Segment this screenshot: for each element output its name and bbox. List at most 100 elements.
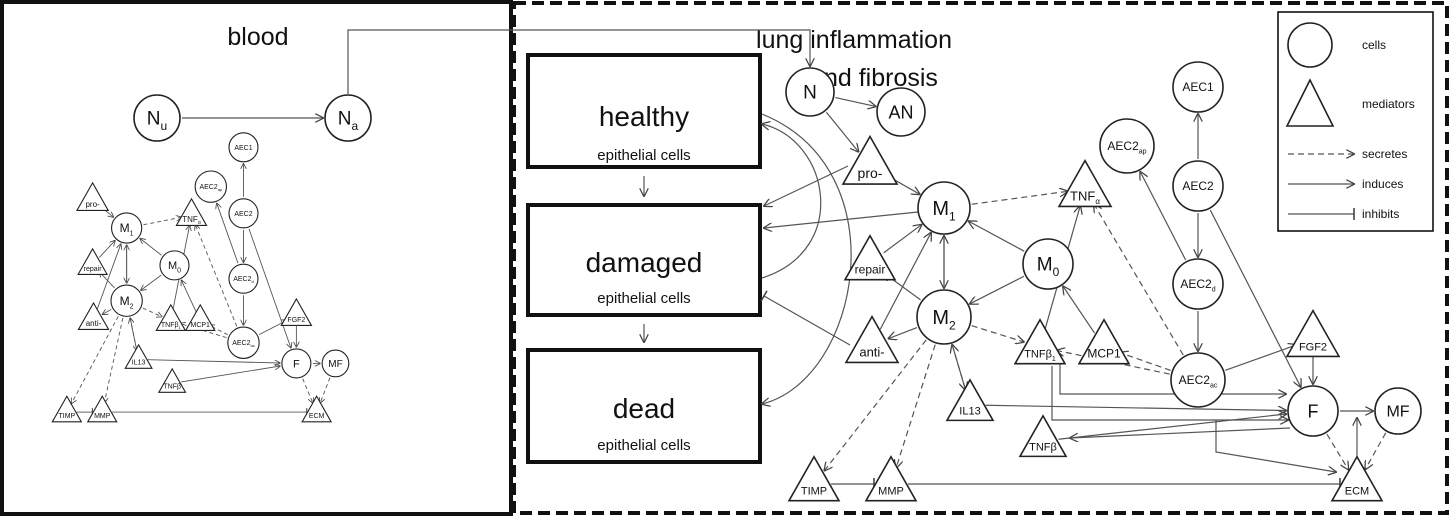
node-label-sub: d <box>252 279 254 284</box>
node-label: ECM <box>309 413 325 420</box>
node-label: N <box>803 83 817 104</box>
node-label: repair <box>84 266 103 273</box>
node-label: AN <box>888 102 913 122</box>
node-label-main: FGF2 <box>1299 341 1327 353</box>
node-mf: MF <box>1374 387 1422 435</box>
node-label: MF <box>328 359 342 370</box>
cell-shape <box>1287 385 1339 437</box>
blood-panel-frame <box>0 0 513 516</box>
node-n: N <box>785 67 835 117</box>
node-tnfa: TNFα <box>175 197 208 226</box>
legend-cell-circle <box>1287 22 1333 68</box>
edge-m2-mmp <box>104 317 124 403</box>
edge-aec2-f <box>1209 209 1300 387</box>
node-label-sub: ac <box>251 343 255 348</box>
edge-n-an <box>835 96 875 107</box>
edge-pro-damaged <box>764 165 849 206</box>
node-label: FGF2 <box>287 317 305 324</box>
mediator-shape <box>945 378 995 422</box>
edge-m1-damaged <box>764 211 919 228</box>
node-label-main: AEC2 <box>1179 373 1211 387</box>
node-label-sub: u <box>161 119 168 133</box>
node-anti: anti- <box>77 301 110 331</box>
node-label: MMP <box>94 413 111 420</box>
node-label-main: M <box>168 260 177 272</box>
node-label-main: TNFβ <box>161 322 179 329</box>
node-pro: pro- <box>841 134 899 185</box>
node-ecm: ECM <box>1330 455 1384 502</box>
node-nu: Nu <box>133 94 181 142</box>
node-label-main: AEC1 <box>234 145 252 152</box>
edge-repair-m1 <box>883 225 922 254</box>
cell-shape <box>324 94 372 142</box>
node-label-main: AEC2 <box>232 340 250 347</box>
node-label-sub: d <box>1212 287 1216 294</box>
edge-m2-tnfb1 <box>142 307 162 317</box>
node-repair: repair <box>77 247 109 275</box>
edge-aec2ac-mcp1 <box>1120 353 1171 371</box>
node-tnfb1: TNFβ1 <box>1013 318 1067 365</box>
mediator-shape <box>1330 455 1384 502</box>
node-label-main: AEC2 <box>1107 139 1139 153</box>
node-label: AEC2ap <box>199 184 223 192</box>
edge-il13-f <box>985 404 1286 410</box>
node-label-sub: α <box>198 220 201 226</box>
node-label-main: M <box>120 221 130 235</box>
node-label: MMP <box>878 486 904 498</box>
node-mcp1: MCP1 <box>184 303 216 331</box>
edge-mf-ecm <box>1365 432 1387 469</box>
node-an: AN <box>876 87 926 137</box>
node-label-sub: ap <box>218 187 223 192</box>
edge-m2-anti <box>888 326 918 339</box>
edge-aec2d-aec2ap <box>217 203 239 264</box>
node-label-main: AEC2 <box>233 276 251 283</box>
blood-title: blood <box>227 23 288 51</box>
node-fgf2: FGF2 <box>1285 309 1341 358</box>
cell-shape <box>1022 238 1074 290</box>
mediator-shape <box>280 297 313 327</box>
cell-shape <box>321 349 350 378</box>
cell-shape <box>110 284 143 317</box>
edge-anti-m1 <box>879 233 931 330</box>
node-label-main: TNF <box>1070 188 1095 203</box>
node-label-main: ECM <box>309 413 325 420</box>
node-label: Na <box>338 109 359 133</box>
node-label: AEC2ac <box>1179 373 1218 389</box>
legend-secretes-label: secretes <box>1362 147 1407 161</box>
blood-mini-network: pro-M1TNFαAEC1AEC2AEC2apM0repairM2anti-A… <box>51 132 350 423</box>
edge-il13-f <box>147 359 280 363</box>
node-timp: TIMP <box>51 395 83 423</box>
mediator-shape <box>1077 318 1131 365</box>
cell-shape <box>917 181 971 235</box>
node-label-main: pro- <box>858 165 883 181</box>
legend-induces-label: induces <box>1362 177 1403 191</box>
edge-aec2d-aec2ap <box>1140 172 1187 261</box>
legend-cells-label: cells <box>1362 38 1386 52</box>
node-label-main: TIMP <box>58 413 75 420</box>
edge-il13-m2 <box>130 318 138 351</box>
node-label: repair <box>855 263 886 277</box>
node-label-sub: 1 <box>1052 356 1056 363</box>
node-label-main: AEC1 <box>1182 80 1214 94</box>
cell-shape <box>785 67 835 117</box>
edge-anti-m1 <box>96 244 121 310</box>
node-mf: MF <box>321 349 350 378</box>
mediator-shape <box>75 181 110 212</box>
node-label: MF <box>1386 404 1409 421</box>
node-label-main: AEC2 <box>1180 277 1212 291</box>
node-label-sub: ac <box>1210 383 1218 390</box>
node-f: F <box>281 348 312 379</box>
node-label: FGF2 <box>1299 341 1327 353</box>
node-label-main: N <box>147 109 161 130</box>
node-label-main: FGF2 <box>287 317 305 324</box>
edge-tnfb-f <box>1058 414 1287 440</box>
legend: cells mediators secretes induces inhibit… <box>1277 11 1434 232</box>
node-label-main: anti- <box>859 344 884 359</box>
edge-mcp1-m0 <box>1063 286 1095 334</box>
node-label: AEC2 <box>1182 179 1214 193</box>
edge-f-ecm <box>302 378 313 403</box>
node-label: AEC2 <box>234 211 252 218</box>
node-na: Na <box>324 94 372 142</box>
